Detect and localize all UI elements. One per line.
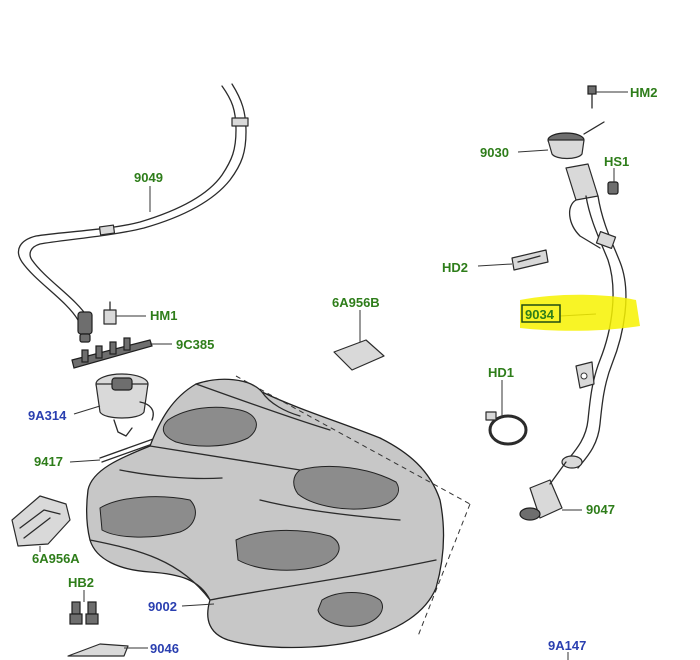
part-hm2-screw [587,85,597,109]
part-9034-filler-pipe [561,163,627,469]
part-hs1-screw [607,181,619,195]
label-6a956a[interactable]: 6A956A [32,551,80,566]
label-hd1[interactable]: HD1 [488,365,514,380]
part-9417-fuel-line [99,437,159,463]
part-9030-filler-cap [547,121,605,160]
part-hd2-strip [511,249,549,271]
label-9417[interactable]: 9417 [34,454,63,469]
label-9034-box [521,304,561,323]
label-9a147[interactable]: 9A147 [548,638,586,653]
part-9c385-connector [71,337,153,369]
label-9047[interactable]: 9047 [586,502,615,517]
part-hm1-clip [103,301,117,325]
part-9a314-fuel-pump [95,373,154,437]
label-9c385[interactable]: 9C385 [176,337,214,352]
label-hd2[interactable]: HD2 [442,260,468,275]
part-6a956a-heat-shield [11,495,71,547]
label-6a956b[interactable]: 6A956B [332,295,380,310]
label-9034[interactable]: 9034 [525,307,555,322]
label-9049[interactable]: 9049 [134,170,163,185]
part-9049-vent-hose [17,83,249,343]
label-hs1[interactable]: HS1 [604,154,629,169]
label-9a314[interactable]: 9A314 [28,408,67,423]
part-labels: HM2 9030 HS1 9049 HD2 HM1 6A956B 9034 9C… [28,85,657,656]
label-hm1[interactable]: HM1 [150,308,177,323]
label-hm2[interactable]: HM2 [630,85,657,100]
label-9002[interactable]: 9002 [148,599,177,614]
label-9030[interactable]: 9030 [480,145,509,160]
assembly-outline [235,375,471,637]
part-6a956b-pad [333,339,385,371]
part-9046-strap [67,643,129,657]
part-hb2-bolts [69,601,99,625]
part-9002-fuel-tank [86,378,445,649]
part-hd1-clamp [485,411,528,446]
part-9047-hose [519,461,567,521]
label-9046[interactable]: 9046 [150,641,179,656]
label-hb2[interactable]: HB2 [68,575,94,590]
